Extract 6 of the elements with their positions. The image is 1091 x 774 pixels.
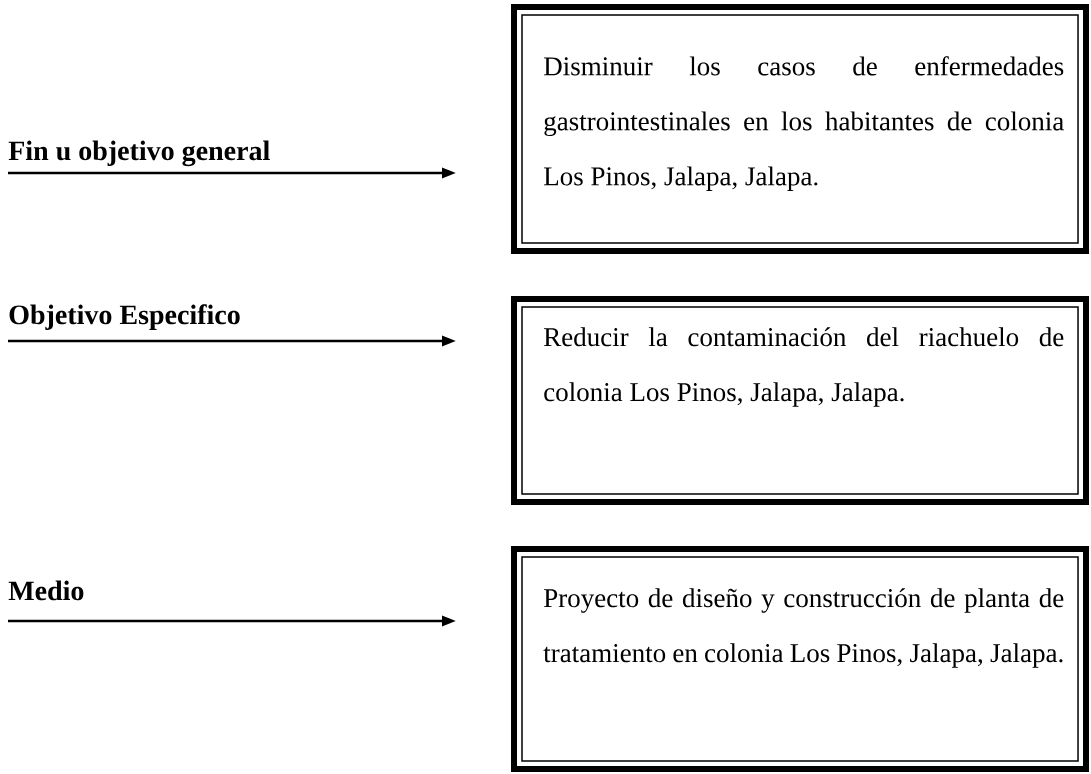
label-text: Medio [8, 580, 84, 601]
text-box: Disminuir los casos de enfermedades gastrointestinales en los habitantes de colonia Los Pinos, Jalapa, Jalapa. [511, 4, 1089, 254]
text-box: Reducir la contaminación del riachuelo de colonia Los Pinos, Jalapa, Jalapa. [511, 296, 1089, 505]
text-box: Proyecto de diseño y construcción de planta de tratamiento en colonia Los Pinos, Jalapa, Jalapa. [511, 546, 1089, 772]
label-text: Objetivo Especifico [9, 304, 240, 330]
label-text: Fin u objetivo general [8, 140, 270, 167]
